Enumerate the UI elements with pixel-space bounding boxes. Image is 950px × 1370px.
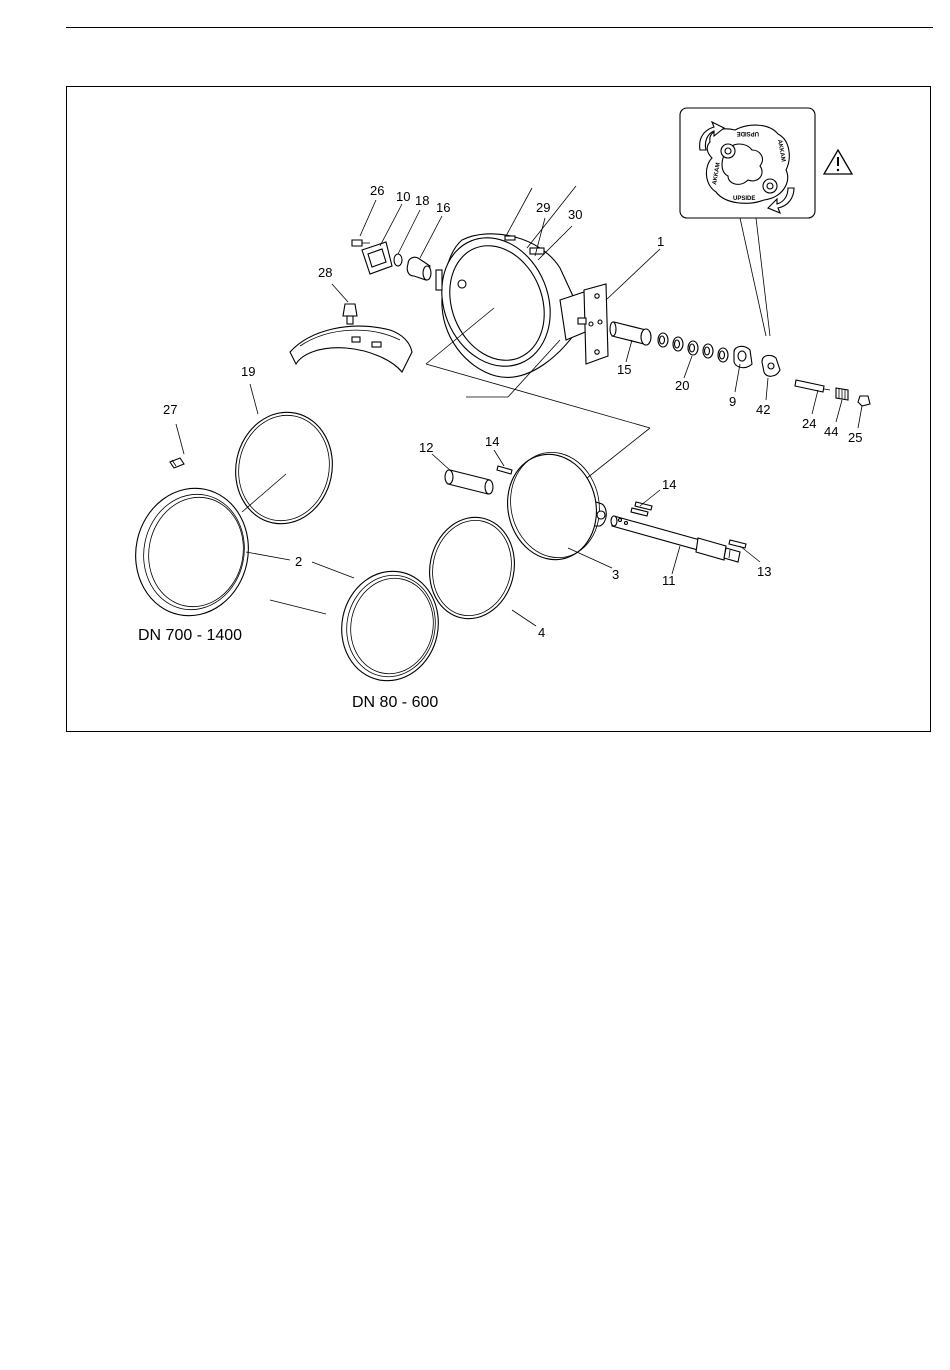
body-partial-section <box>290 284 412 372</box>
upside-mark-bottom: UPSIDE <box>733 196 755 202</box>
label-10: 10 <box>396 189 410 204</box>
label-2: 2 <box>295 554 302 569</box>
label-30: 30 <box>568 207 582 222</box>
caption-dn-700-1400: DN 700 - 1400 <box>138 627 242 644</box>
part-27-screw <box>170 424 184 468</box>
label-13: 13 <box>757 564 771 579</box>
label-26: 26 <box>370 183 384 198</box>
upside-mark-top: UPSIDE <box>737 130 759 136</box>
label-1: 1 <box>657 234 664 249</box>
label-19: 19 <box>241 364 255 379</box>
part-28-fitting <box>343 304 357 316</box>
label-42: 42 <box>756 402 770 417</box>
label-15: 15 <box>617 362 631 377</box>
ring-19 <box>225 384 342 533</box>
label-20: 20 <box>675 378 689 393</box>
valve-body <box>423 221 608 382</box>
label-14-lower: 14 <box>662 477 676 492</box>
warning-triangle-icon <box>824 150 852 174</box>
label-44: 44 <box>824 424 838 439</box>
label-3: 3 <box>612 567 619 582</box>
label-4: 4 <box>538 625 545 640</box>
caption-dn-80-600: DN 80 - 600 <box>352 694 438 711</box>
disc <box>498 444 612 568</box>
label-12: 12 <box>419 440 433 455</box>
label-11: 11 <box>662 573 676 588</box>
parts-26-10-18-16 <box>352 200 442 280</box>
parts-12-14-upper <box>432 450 512 494</box>
label-24: 24 <box>802 416 816 431</box>
label-16: 16 <box>436 200 450 215</box>
label-14-upper: 14 <box>485 434 499 449</box>
label-18: 18 <box>415 193 429 208</box>
parts-11-13-14-shaft <box>611 490 760 574</box>
label-9: 9 <box>729 394 736 409</box>
label-25: 25 <box>848 430 862 445</box>
parts-15-20-9-42 <box>610 322 780 400</box>
detail-inset: UPSIDE UPSIDE AKKAM AKKAM <box>680 108 815 336</box>
ring-2-small <box>312 562 448 690</box>
label-29: 29 <box>536 200 550 215</box>
label-27: 27 <box>163 402 177 417</box>
label-28: 28 <box>318 265 332 280</box>
